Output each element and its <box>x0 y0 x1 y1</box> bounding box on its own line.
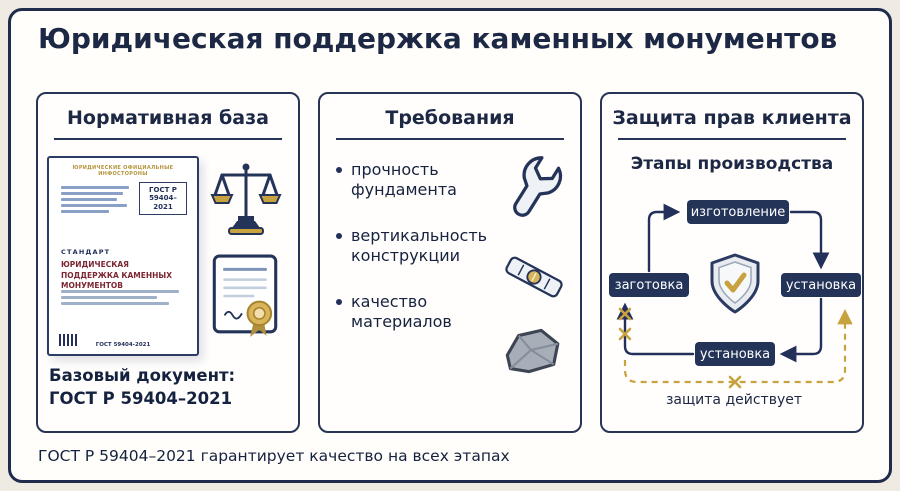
document-text-line <box>61 302 169 305</box>
wrench-icon <box>502 154 566 224</box>
document-text-line <box>61 296 157 299</box>
requirement-text: качество материалов <box>351 292 452 332</box>
flow-arrows <box>616 203 853 389</box>
bullet-dot-icon <box>336 167 342 173</box>
production-stages-subtitle: Этапы производства <box>630 154 834 174</box>
stage-zagotovka: заготовка <box>609 273 689 297</box>
divider <box>54 138 282 140</box>
document-title: ЮРИДИЧЕСКАЯ ПОДДЕРЖКА КАМЕННЫХ МОНУМЕНТО… <box>61 260 172 290</box>
requirement-item: качество материалов <box>336 292 496 333</box>
severed-link-x-icon <box>618 307 742 389</box>
certificate-icon <box>212 254 278 340</box>
production-cycle-diagram: изготовление заготовка установка установ… <box>605 186 863 426</box>
divider <box>618 138 846 140</box>
panel-protection-title: Защита прав клиента <box>612 107 852 129</box>
gost-document-thumbnail: ЮРИДИЧЕСКИЕ ОФИЦИАЛЬНЫЕ ИНФОСТОРОНЫ ГОСТ… <box>47 156 199 356</box>
base-document-number: ГОСТ Р 59404–2021 <box>49 389 233 408</box>
requirement-text: вертикальность конструкции <box>351 226 488 266</box>
stone-icon <box>498 322 564 378</box>
document-text-line <box>61 198 117 201</box>
requirement-text: прочность фундамента <box>351 160 457 200</box>
requirement-item: прочность фундамента <box>336 160 496 201</box>
stage-ustanovka-2: установка <box>695 342 775 366</box>
document-gost-number-box: ГОСТ Р 59404– 2021 <box>139 182 187 216</box>
document-text-line <box>61 210 109 213</box>
bullet-dot-icon <box>336 299 342 305</box>
panel-client-protection: Защита прав клиента Этапы производства <box>600 92 864 433</box>
footer-guarantee-text: ГОСТ Р 59404–2021 гарантирует качество н… <box>38 447 510 465</box>
protection-active-note: защита действует <box>665 392 803 408</box>
base-document-label: Базовый документ: <box>49 366 236 385</box>
panel-normative-base: Нормативная база ЮРИДИЧЕСКИЕ ОФИЦИАЛЬНЫЕ… <box>36 92 300 433</box>
document-standard-label: СТАНДАРТ <box>61 248 111 256</box>
spirit-level-icon <box>500 244 568 310</box>
document-masthead: ЮРИДИЧЕСКИЕ ОФИЦИАЛЬНЫЕ ИНФОСТОРОНЫ <box>72 165 174 177</box>
panel-normative-title: Нормативная база <box>67 107 269 129</box>
document-footer-number: ГОСТ 59404-2021 <box>95 342 151 348</box>
page-title: Юридическая поддержка каменных монументо… <box>38 22 838 55</box>
divider <box>336 138 564 140</box>
scales-of-justice-icon <box>210 158 282 238</box>
document-text-line <box>61 186 129 189</box>
panel-requirements: Требования прочность фундамента вертикал… <box>318 92 582 433</box>
bullet-dot-icon <box>336 233 342 239</box>
barcode <box>59 334 77 346</box>
document-text-line <box>61 204 127 207</box>
stage-ustanovka: установка <box>781 273 861 297</box>
document-text-line <box>61 192 123 195</box>
shield-check-icon <box>708 253 762 315</box>
requirement-item: вертикальность конструкции <box>336 226 496 267</box>
document-text-line <box>61 290 179 293</box>
stage-izgotovlenie: изготовление <box>687 200 789 224</box>
panel-requirements-title: Требования <box>385 107 515 129</box>
